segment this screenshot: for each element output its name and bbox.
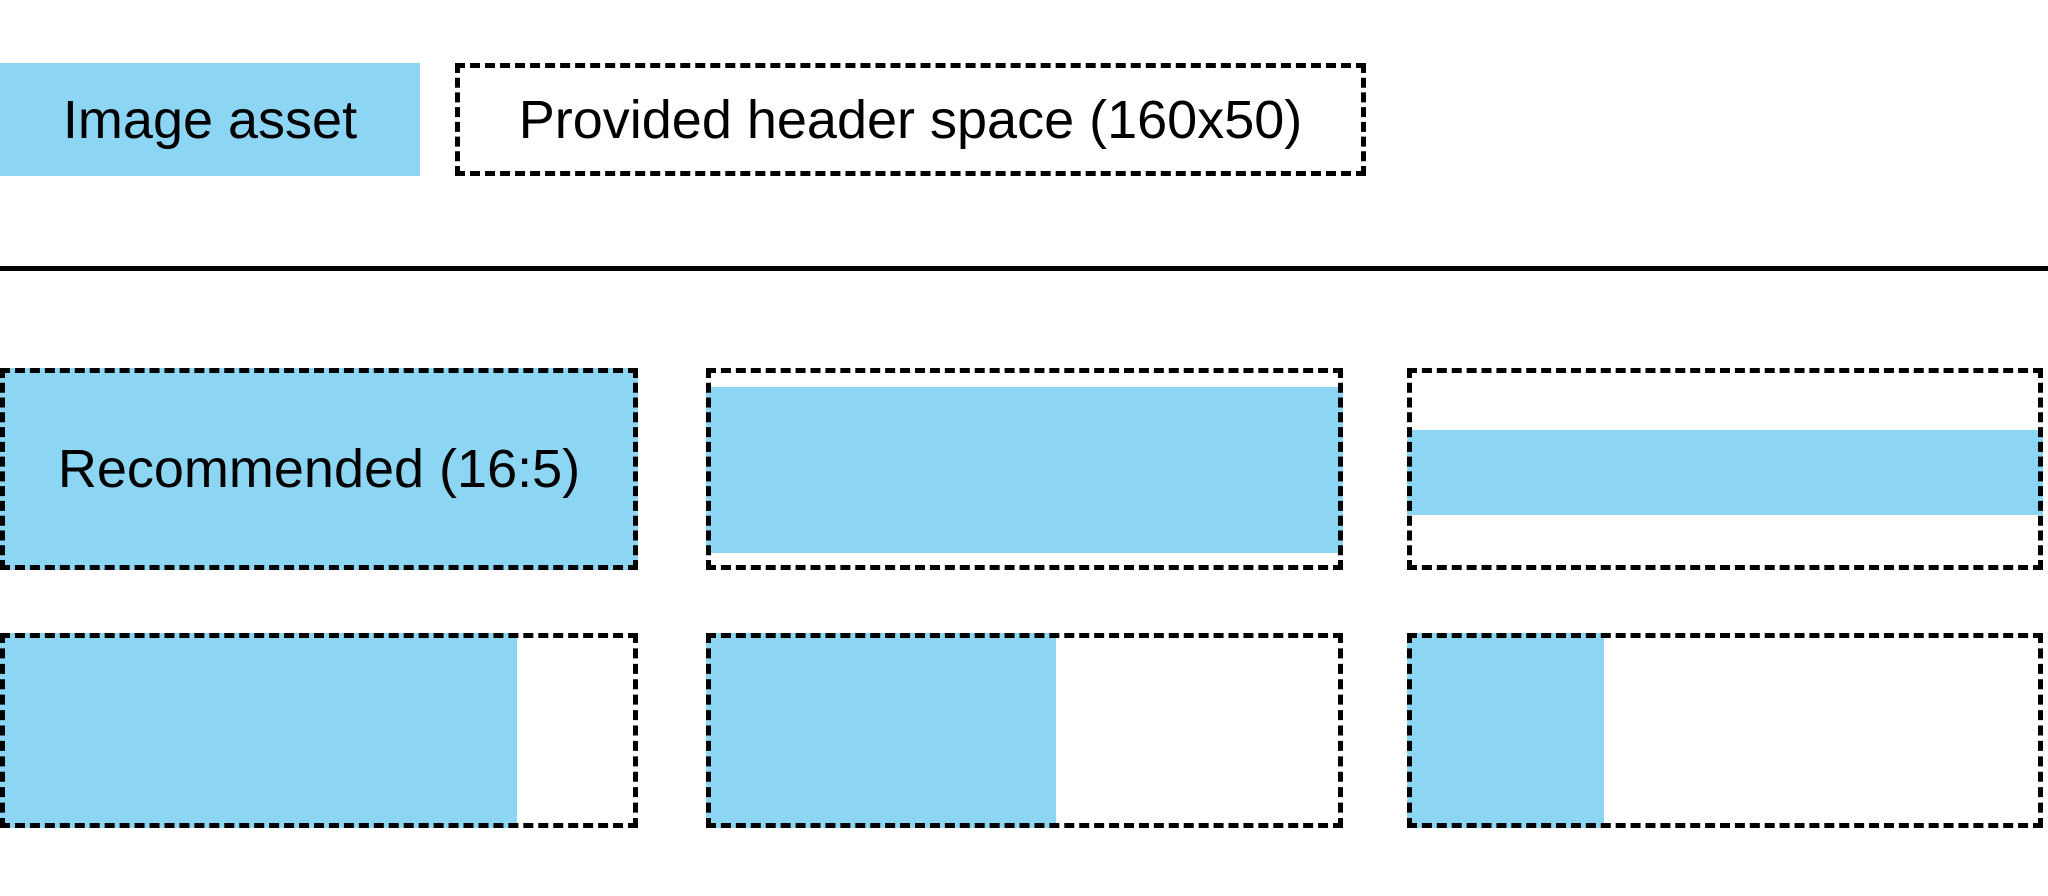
example-pillarbox-wide: [0, 633, 638, 828]
legend-image-asset-label: Image asset: [62, 89, 358, 150]
example-letterbox-thin-strip: [1407, 368, 2043, 570]
example-recommended-16-5: Recommended (16:5): [0, 368, 638, 570]
section-divider: [0, 266, 2048, 271]
image-asset-fill: [0, 633, 517, 828]
recommended-label: Recommended (16:5): [57, 439, 581, 499]
image-asset-fill: [706, 387, 1343, 553]
example-pillarbox-medium: [706, 633, 1343, 828]
example-letterbox-tall-strip: [706, 368, 1343, 570]
legend-image-asset-chip: Image asset: [0, 63, 420, 176]
example-pillarbox-narrow: [1407, 633, 2043, 828]
legend-header-space-label: Provided header space (160x50): [518, 89, 1303, 150]
image-asset-fill: [1407, 633, 1605, 828]
image-asset-fill: [0, 368, 638, 570]
image-asset-fill: [1407, 429, 2043, 516]
image-asset-fill: [706, 633, 1057, 828]
legend-header-space-box: Provided header space (160x50): [455, 63, 1366, 176]
